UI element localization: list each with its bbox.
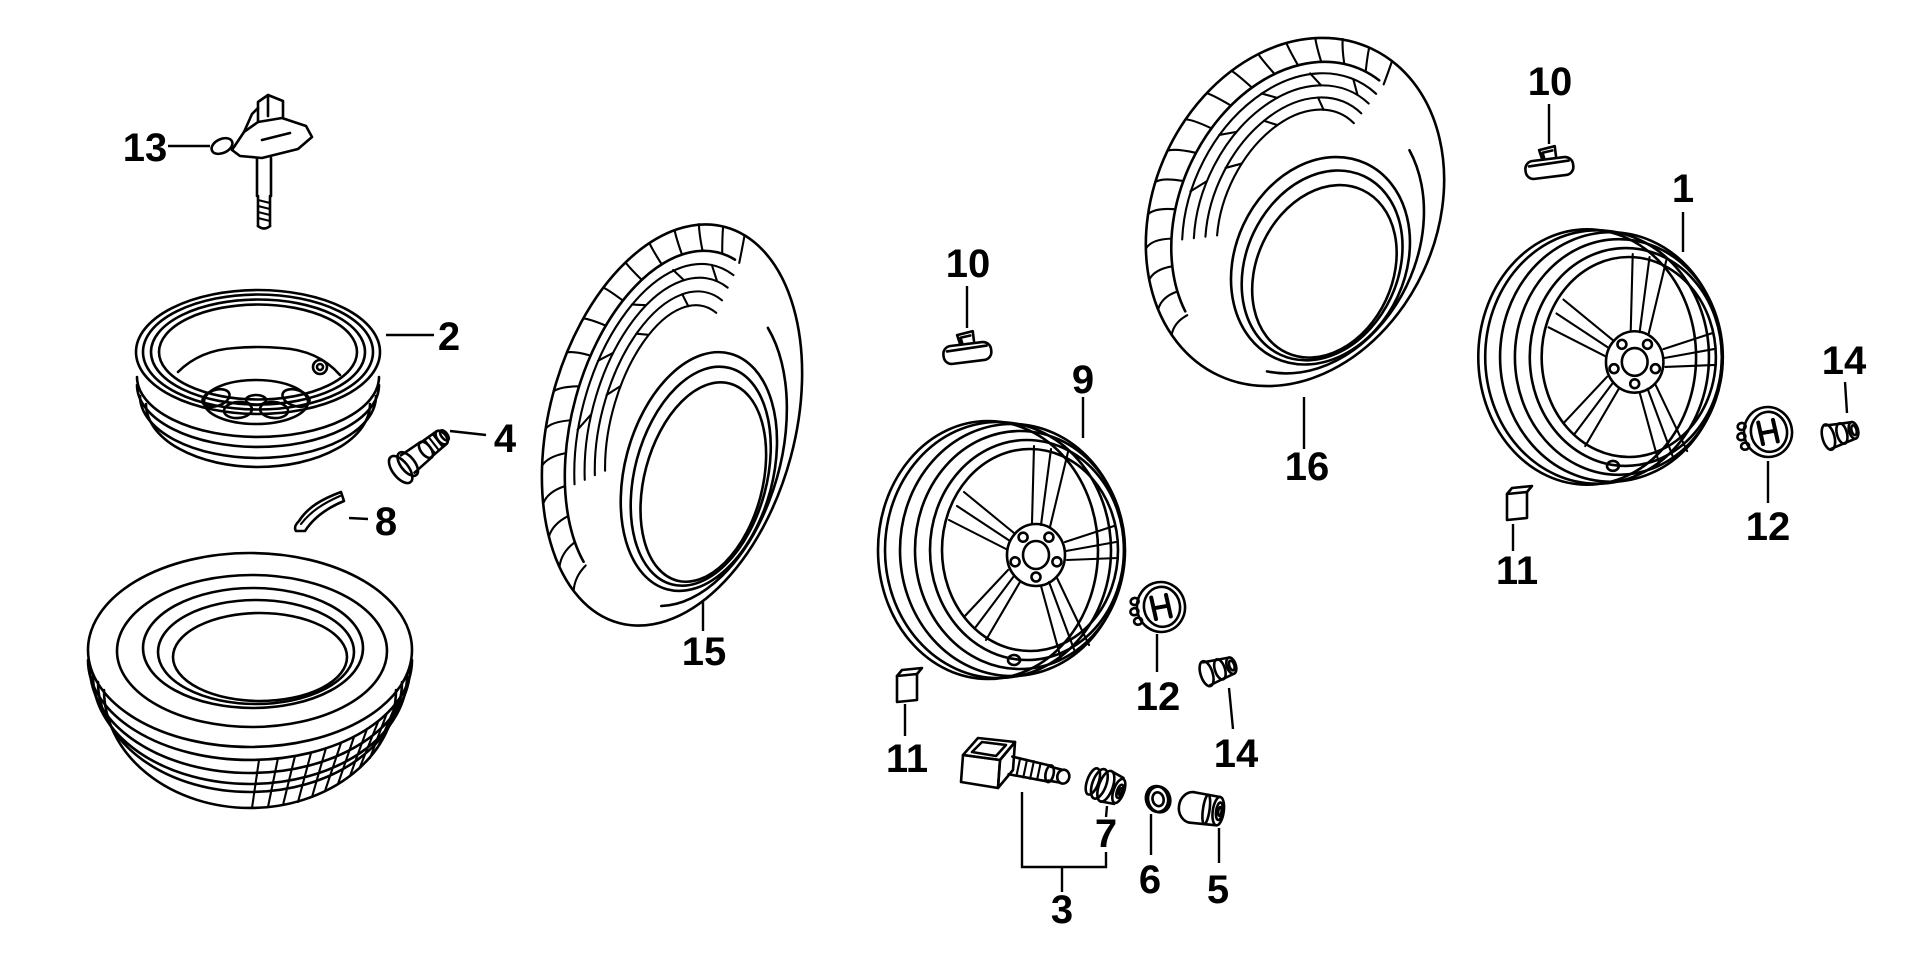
callout-10-center[interactable]: 10 xyxy=(946,242,991,328)
wheel-nut-center xyxy=(1195,650,1241,690)
callout-label: 9 xyxy=(1072,358,1094,402)
leader-bracket xyxy=(1022,792,1106,867)
clip-balance-weight-center xyxy=(939,327,994,367)
callout-7[interactable]: 7 xyxy=(1095,806,1117,856)
spare-steel-wheel xyxy=(136,290,380,467)
leader-line xyxy=(1106,806,1107,817)
callout-8[interactable]: 8 xyxy=(349,500,397,544)
spare-tire xyxy=(88,553,412,808)
spare-tire-tread-pattern xyxy=(252,694,402,808)
callout-10-right[interactable]: 10 xyxy=(1528,60,1573,144)
square-balance-weight-center xyxy=(895,666,924,704)
square-balance-weight-right xyxy=(1505,484,1534,522)
alloy-wheel-center xyxy=(876,419,1127,681)
callout-15[interactable]: 15 xyxy=(682,600,727,674)
callout-label: 12 xyxy=(1136,675,1181,719)
callout-label: 3 xyxy=(1051,888,1073,932)
callout-2[interactable]: 2 xyxy=(386,315,460,359)
tire-center xyxy=(498,193,846,657)
callout-9[interactable]: 9 xyxy=(1072,358,1094,438)
valve-grommet xyxy=(1082,764,1129,807)
callout-label: 6 xyxy=(1139,858,1161,902)
callout-3[interactable]: 3 xyxy=(1022,792,1106,932)
callout-13[interactable]: 13 xyxy=(123,126,210,170)
leader-line xyxy=(450,431,486,435)
callout-1[interactable]: 1 xyxy=(1672,167,1694,252)
callout-label: 14 xyxy=(1822,339,1867,383)
valve-cap xyxy=(1177,790,1226,827)
callout-label: 11 xyxy=(886,737,928,781)
callout-label: 13 xyxy=(123,126,168,170)
valve-bracket-and-bolt xyxy=(209,95,312,229)
tire-right xyxy=(1089,0,1501,437)
valve-washer xyxy=(1143,783,1173,815)
tpms-sensor xyxy=(961,738,1071,788)
callout-label: 4 xyxy=(494,417,517,461)
callout-label: 7 xyxy=(1095,812,1117,856)
callout-14-center[interactable]: 14 xyxy=(1214,688,1259,776)
center-cap-center xyxy=(1124,576,1191,640)
callout-12-center[interactable]: 12 xyxy=(1136,634,1181,719)
callout-6[interactable]: 6 xyxy=(1139,814,1161,902)
callout-label: 2 xyxy=(438,315,460,359)
callout-label: 10 xyxy=(1528,60,1573,104)
alloy-wheel-right xyxy=(1476,228,1725,486)
leader-line xyxy=(349,518,368,519)
callout-label: 10 xyxy=(946,242,991,286)
callout-label: 15 xyxy=(682,630,727,674)
callout-label: 14 xyxy=(1214,732,1259,776)
callout-4[interactable]: 4 xyxy=(450,417,517,461)
callout-11-center[interactable]: 11 xyxy=(886,704,928,781)
callout-label: 8 xyxy=(375,500,397,544)
callout-14-right[interactable]: 14 xyxy=(1822,339,1867,413)
callout-label: 11 xyxy=(1496,549,1538,593)
callout-label: 1 xyxy=(1672,167,1694,211)
leader-line xyxy=(1845,382,1847,413)
valve-stem xyxy=(385,421,457,487)
callout-12-right[interactable]: 12 xyxy=(1746,461,1791,549)
callouts-layer: 13 2 4 8 15 10 9 11 xyxy=(123,60,1867,932)
callout-11-right[interactable]: 11 xyxy=(1496,524,1538,593)
stick-on-balance-weight xyxy=(295,492,344,531)
callout-16[interactable]: 16 xyxy=(1285,397,1330,489)
callout-label: 16 xyxy=(1285,445,1330,489)
callout-label: 12 xyxy=(1746,505,1791,549)
callout-5[interactable]: 5 xyxy=(1207,828,1229,912)
callout-label: 5 xyxy=(1207,868,1229,912)
wheel-nut-right xyxy=(1817,415,1863,453)
clip-balance-weight-right xyxy=(1521,142,1576,182)
center-cap-right xyxy=(1731,401,1798,465)
leader-line xyxy=(1229,688,1233,729)
